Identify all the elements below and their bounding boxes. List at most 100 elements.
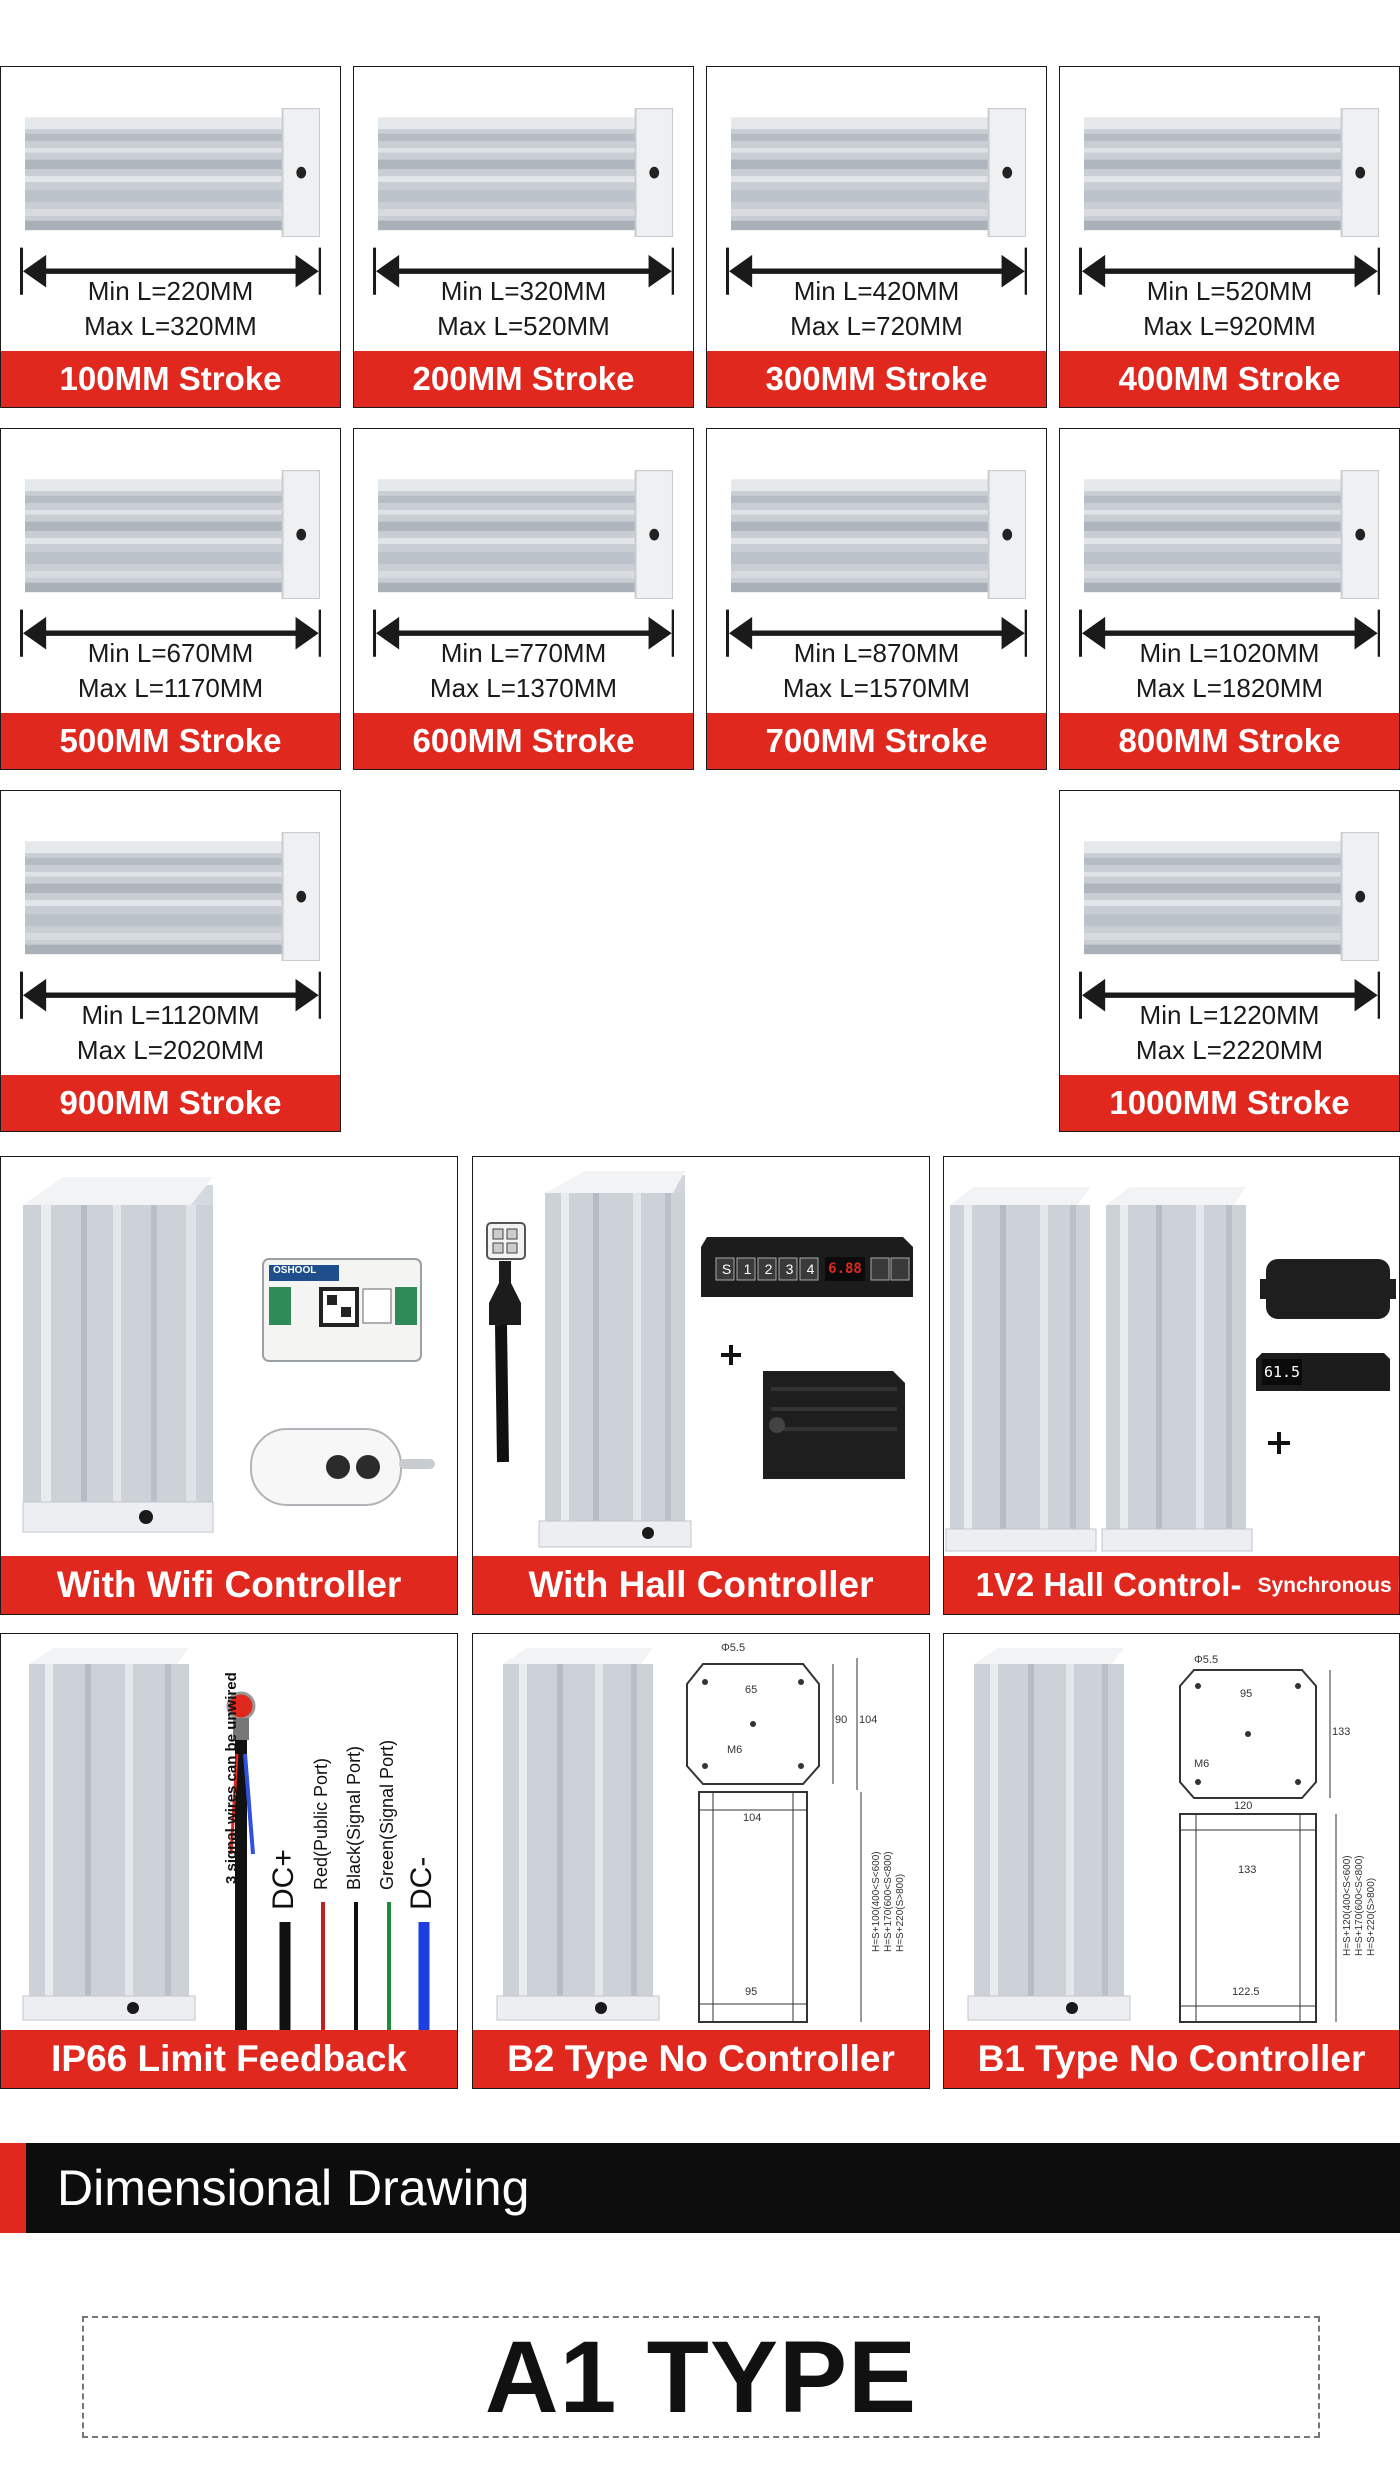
section-accent-bar bbox=[0, 2143, 26, 2233]
stroke-label: 900MM Stroke bbox=[1, 1074, 340, 1131]
section-header: Dimensional Drawing bbox=[0, 2143, 1400, 2233]
length-spec: Min L=1120MM Max L=2020MM bbox=[1, 998, 340, 1068]
min-length: Min L=870MM bbox=[793, 638, 960, 669]
keypad-display: 6.88 bbox=[828, 1261, 862, 1277]
length-spec: Min L=1020MM Max L=1820MM bbox=[1060, 636, 1399, 706]
max-length: Max L=320MM bbox=[84, 311, 257, 342]
length-spec: Min L=1220MM Max L=2220MM bbox=[1060, 998, 1399, 1068]
b2-drawing-image bbox=[496, 1648, 862, 2023]
product-card-b1: Φ5.5 95 133 M6 120 133 122.5 H=S+120(400… bbox=[943, 1633, 1400, 2089]
key-2: 2 bbox=[764, 1261, 773, 1277]
dim-65: 65 bbox=[745, 1684, 758, 1696]
min-length: Min L=520MM bbox=[1146, 276, 1313, 307]
dim-95: 95 bbox=[1240, 1688, 1253, 1700]
actuator-profile-image bbox=[24, 107, 320, 237]
product-label: B2 Type No Controller bbox=[473, 2030, 929, 2088]
max-length: Max L=720MM bbox=[790, 311, 963, 342]
min-length: Min L=1120MM bbox=[81, 1000, 260, 1031]
max-length: Max L=1570MM bbox=[782, 673, 971, 704]
product-card-sync: 61.5 1V2 Hall Control- Synchronous Lifti… bbox=[943, 1156, 1400, 1615]
length-arrow bbox=[19, 609, 322, 657]
min-length: Min L=320MM bbox=[440, 276, 607, 307]
stroke-card: Min L=1220MM Max L=2220MM 1000MM Stroke bbox=[1059, 790, 1400, 1132]
sync-controller-image bbox=[945, 1187, 1396, 1552]
sync-display: 61.5 bbox=[1263, 1363, 1301, 1381]
stroke-label: 400MM Stroke bbox=[1060, 350, 1399, 407]
actuator-profile-image bbox=[730, 469, 1026, 599]
dim-133-width: 133 bbox=[1238, 1864, 1257, 1876]
unwired-note: 3 signal wires can be unwired bbox=[223, 1672, 240, 1884]
stroke-card: Min L=420MM Max L=720MM 300MM Stroke bbox=[706, 66, 1047, 408]
actuator-profile-image bbox=[24, 469, 320, 599]
dim-phi: Φ5.5 bbox=[721, 1642, 746, 1654]
min-length: Min L=420MM bbox=[793, 276, 960, 307]
actuator-profile-image bbox=[1083, 469, 1379, 599]
stroke-label: 100MM Stroke bbox=[1, 350, 340, 407]
dim-122-5: 122.5 bbox=[1232, 1986, 1260, 1998]
stroke-card: Min L=1120MM Max L=2020MM 900MM Stroke bbox=[0, 790, 341, 1132]
length-arrow bbox=[1078, 247, 1381, 295]
dim-133-top: 133 bbox=[1332, 1726, 1351, 1738]
product-label-main: 1V2 Hall Control- bbox=[975, 1566, 1242, 1603]
dim-90: 90 bbox=[835, 1714, 848, 1726]
max-length: Max L=1820MM bbox=[1135, 673, 1324, 704]
height-formulas: H=S+120(400<S<600) H=S+170(600<S<800) H=… bbox=[1342, 1855, 1378, 1956]
max-length: Max L=920MM bbox=[1143, 311, 1316, 342]
max-length: Max L=2020MM bbox=[76, 1035, 265, 1066]
stroke-label: 300MM Stroke bbox=[707, 350, 1046, 407]
stroke-label: 800MM Stroke bbox=[1060, 712, 1399, 769]
actuator-profile-image bbox=[377, 107, 673, 237]
dim-120: 120 bbox=[1234, 1800, 1253, 1812]
wire-green: Green(Signal Port) bbox=[377, 1739, 397, 1890]
type-title: A1 TYPE bbox=[484, 2319, 918, 2434]
height-formula: H=S+170(600<S<800) bbox=[1354, 1855, 1365, 1956]
dim-phi: Φ5.5 bbox=[1194, 1654, 1219, 1666]
keypad-keys: S 1 2 3 4 bbox=[716, 1258, 821, 1280]
actuator-profile-image bbox=[1083, 107, 1379, 237]
length-arrow bbox=[19, 247, 322, 295]
stroke-label: 1000MM Stroke bbox=[1060, 1074, 1399, 1131]
module-brand: OSHOOL bbox=[273, 1265, 317, 1276]
stroke-card: Min L=220MM Max L=320MM 100MM Stroke bbox=[0, 66, 341, 408]
length-arrow bbox=[1078, 609, 1381, 657]
length-arrow bbox=[372, 247, 675, 295]
key-3: 3 bbox=[785, 1261, 794, 1277]
stroke-card: Min L=320MM Max L=520MM 200MM Stroke bbox=[353, 66, 694, 408]
actuator-profile-image bbox=[730, 107, 1026, 237]
height-formula: H=S+220(S>800) bbox=[895, 1873, 906, 1952]
product-label: B1 Type No Controller bbox=[944, 2030, 1399, 2088]
stroke-label: 600MM Stroke bbox=[354, 712, 693, 769]
product-card-ip66: 3 signal wires can be unwired DC+ Red(Pu… bbox=[0, 1633, 458, 2089]
key-1: 1 bbox=[743, 1261, 752, 1277]
product-label-sub: Synchronous Lifting bbox=[1257, 1573, 1399, 1597]
product-label: 1V2 Hall Control- Synchronous Lifting bbox=[944, 1556, 1399, 1614]
min-length: Min L=770MM bbox=[440, 638, 607, 669]
height-formula: H=S+170(600<S<800) bbox=[883, 1851, 894, 1952]
max-length: Max L=520MM bbox=[437, 311, 610, 342]
wire-dc-plus: DC+ bbox=[267, 1849, 300, 1910]
stroke-card: Min L=520MM Max L=920MM 400MM Stroke bbox=[1059, 66, 1400, 408]
stroke-card: Min L=670MM Max L=1170MM 500MM Stroke bbox=[0, 428, 341, 770]
product-label: With Wifi Controller bbox=[1, 1556, 457, 1614]
wire-dc-minus: DC- bbox=[405, 1856, 438, 1910]
dim-104-width: 104 bbox=[743, 1812, 762, 1824]
length-spec: Min L=220MM Max L=320MM bbox=[1, 274, 340, 344]
length-arrow bbox=[372, 609, 675, 657]
length-spec: Min L=670MM Max L=1170MM bbox=[1, 636, 340, 706]
length-spec: Min L=420MM Max L=720MM bbox=[707, 274, 1046, 344]
length-spec: Min L=320MM Max L=520MM bbox=[354, 274, 693, 344]
length-arrow bbox=[1078, 971, 1381, 1019]
ip66-wiring-image bbox=[22, 1648, 430, 2030]
product-card-hall: S 1 2 3 4 6.88 With Hall Controller bbox=[472, 1156, 930, 1615]
product-label: With Hall Controller bbox=[473, 1556, 929, 1614]
product-card-wifi: OSHOOL With Wifi Controller bbox=[0, 1156, 458, 1615]
key-4: 4 bbox=[806, 1261, 815, 1277]
wire-black: Black(Signal Port) bbox=[344, 1745, 364, 1890]
section-title: Dimensional Drawing bbox=[57, 2160, 530, 2216]
max-length: Max L=1170MM bbox=[77, 673, 264, 704]
length-arrow bbox=[19, 971, 322, 1019]
min-length: Min L=1020MM bbox=[1139, 638, 1320, 669]
stroke-label: 500MM Stroke bbox=[1, 712, 340, 769]
actuator-profile-image bbox=[377, 469, 673, 599]
length-spec: Min L=770MM Max L=1370MM bbox=[354, 636, 693, 706]
